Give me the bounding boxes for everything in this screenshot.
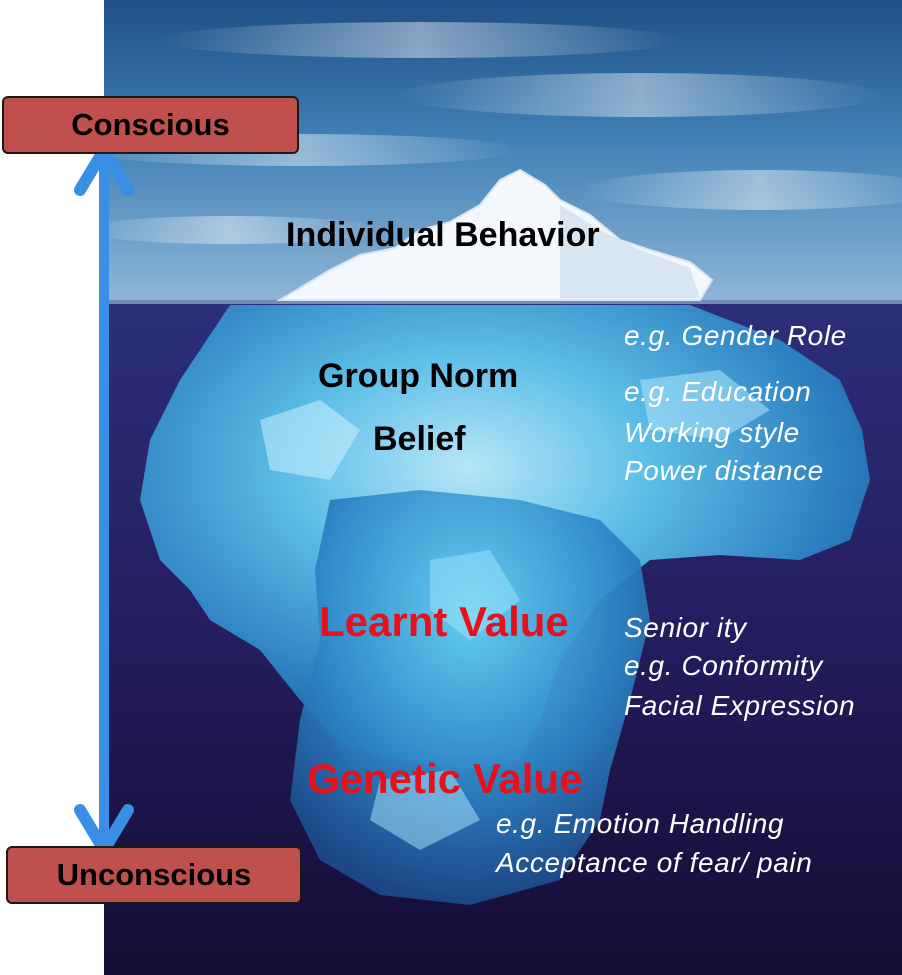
ice-highlights xyxy=(260,370,770,850)
conscious-label: Conscious xyxy=(71,107,230,142)
example-gender-role: e.g. Gender Role xyxy=(624,320,847,351)
example-conformity: e.g. Conformity xyxy=(624,650,823,681)
example-acceptance-fear: Acceptance of fear/ pain xyxy=(496,847,813,878)
example-emotion-handling: e.g. Emotion Handling xyxy=(496,808,785,839)
unconscious-label-box: Unconscious xyxy=(6,846,302,904)
iceberg-tip-shade xyxy=(560,205,700,298)
genetic-value-label: Genetic Value xyxy=(307,755,583,802)
individual-behavior-label: Individual Behavior xyxy=(286,216,600,254)
example-working-style: Working style xyxy=(624,417,800,448)
example-power-distance: Power distance xyxy=(624,455,824,486)
example-education: e.g. Education xyxy=(624,376,812,407)
unconscious-label: Unconscious xyxy=(56,857,252,892)
clouds xyxy=(80,22,902,244)
belief-label: Belief xyxy=(373,420,466,458)
example-seniority: Senior ity xyxy=(624,612,747,643)
conscious-label-box: Conscious xyxy=(2,96,299,154)
group-norm-label: Group Norm xyxy=(318,357,519,395)
learnt-value-label: Learnt Value xyxy=(319,598,569,645)
example-facial-expression: Facial Expression xyxy=(624,690,856,721)
